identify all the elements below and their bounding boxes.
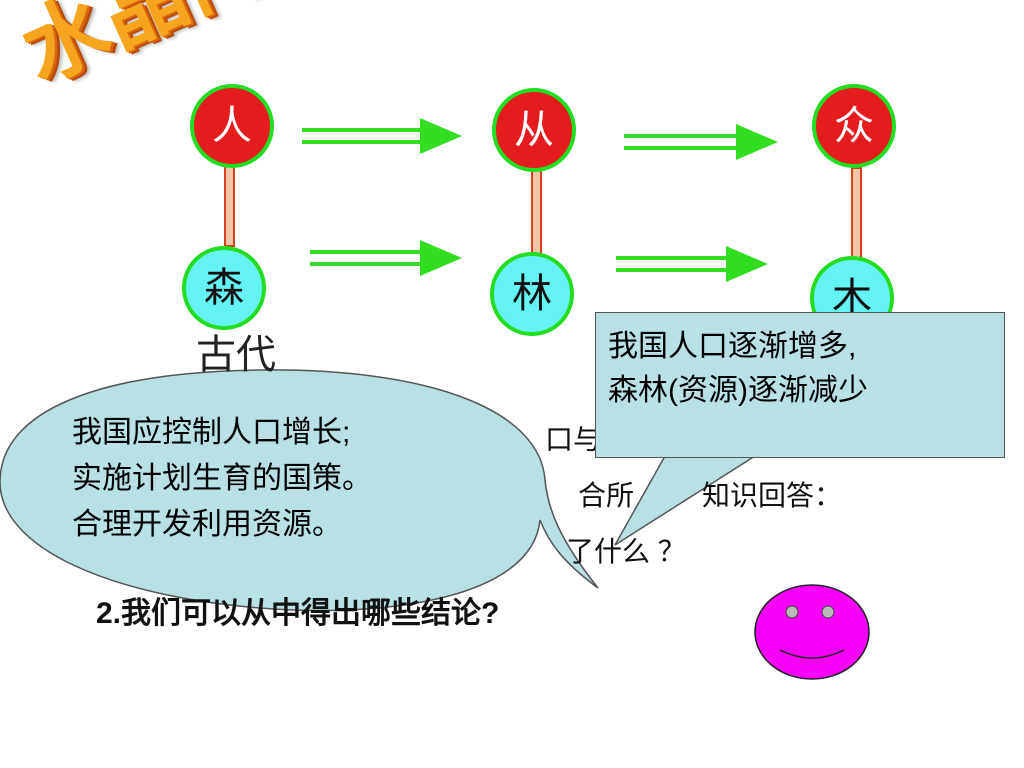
callout-line-1: 我国人口逐渐增多, [608,330,857,363]
question-fragment-3: 知识回答： [702,480,843,511]
arrow-cong-to-zhong [624,124,778,160]
question-fragment-4: 了什么 ？ [566,536,686,567]
connector-ren-sen [224,161,235,247]
question-fragment-2: 合所 [578,480,635,511]
era-label: 古代 [196,332,276,378]
arrow-ren-to-cong [302,118,462,154]
speech-bubble-left [0,369,599,612]
bubble-line-1: 我国应控制人口增长; [72,416,351,449]
smiley-face-icon [754,584,870,680]
node-ren: 人 [190,84,274,168]
connector-zhong-mu [851,167,862,261]
question-fragment-1: 口与 [545,424,602,455]
node-sen: 森 [182,246,266,330]
node-cong: 从 [492,88,576,172]
callout-right: 我国人口逐渐增多, 森林(资源)逐渐减少 [595,312,1005,458]
bubble-line-3: 合理开发利用资源。 [72,508,342,541]
speech-bubble-text: 我国应控制人口增长; 实施计划生育的国策。 合理开发利用资源。 [72,410,472,548]
question-2: 2.我们可以从中得出哪些结论? [96,597,500,630]
node-lin: 林 [490,252,574,336]
callout-line-2: 森林(资源)逐渐减少 [608,374,868,407]
arrow-lin-to-mu [616,246,768,282]
connector-cong-lin [531,165,542,255]
bubble-line-2: 实施计划生育的国策。 [72,462,372,495]
arrow-sen-to-lin [310,240,462,276]
node-zhong: 众 [812,84,896,168]
